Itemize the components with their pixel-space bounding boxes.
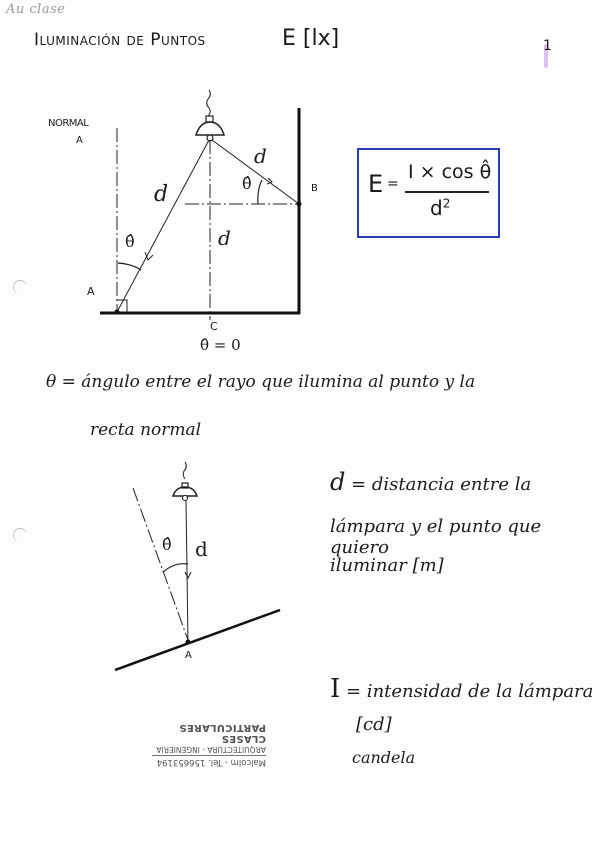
lamp-icon — [194, 121, 226, 136]
distance-label-a: d — [154, 182, 169, 207]
distance-label-b: d — [254, 144, 267, 168]
angle-label-a: θ̂ — [125, 232, 135, 251]
point-b-label: B — [311, 183, 318, 194]
i-definition-unit: [cd] — [356, 714, 392, 735]
theta-definition-line1: θ = ángulo entre el rayo que ilumina al … — [46, 372, 476, 392]
lamp-cord — [206, 89, 211, 117]
angle-label-b: θ̂ — [242, 174, 252, 193]
d-definition-line3: iluminar [m] — [330, 555, 444, 576]
formula-equals: = — [387, 176, 399, 192]
i-definition-unit-name: candela — [352, 748, 416, 767]
page-number: 1 — [543, 38, 552, 54]
theta-definition-line2: recta normal — [90, 420, 202, 440]
ray-to-a — [116, 139, 210, 313]
denominator-exponent: 2 — [442, 196, 451, 211]
angle-label: θ̂ — [162, 535, 172, 554]
point-c-label: C — [210, 320, 218, 333]
title-unit: E [lx] — [282, 26, 340, 51]
d-definition-line1: d = distancia entre la — [330, 468, 532, 496]
formula-numerator: I × cos θ̂ — [408, 161, 492, 183]
stamp-subjects: ARQUITECTURA - INGENIERIA — [152, 744, 266, 756]
denominator-base: d — [430, 196, 443, 220]
d-symbol: d — [330, 468, 346, 496]
distance-label: d — [195, 537, 208, 561]
stamp-contact: Malcolm - Tel. 156653194 — [156, 757, 266, 767]
inclined-plane — [114, 608, 281, 672]
ray-to-b — [211, 139, 300, 205]
distance-label-c: d — [218, 226, 231, 250]
tutor-stamp: Malcolm - Tel. 156653194 ARQUITECTURA - … — [152, 722, 266, 767]
angle-c-caption: θ̂ = 0 — [200, 336, 241, 354]
formula-box — [357, 148, 500, 238]
formula-denominator: d2 — [430, 196, 450, 220]
inclined-plane-diagram — [114, 461, 281, 672]
lamp-icon — [171, 486, 199, 497]
pencil-note: Au clase — [6, 2, 66, 17]
page-title: Iluminación de Puntos — [34, 30, 206, 50]
highlighter-mark — [544, 44, 548, 68]
d-definition-line2: lámpara y el punto que quiero — [330, 516, 542, 558]
point-a-label: A — [185, 650, 192, 661]
i-definition-line1: I = intensidad de la lámpara — [330, 674, 594, 704]
normal-point-label: A — [76, 135, 83, 146]
point-a-label: A — [87, 285, 95, 298]
normal-line — [132, 487, 189, 641]
binder-hole-icon — [13, 528, 27, 542]
room-illumination-diagram — [100, 89, 302, 320]
stamp-title: CLASES PARTICULARES — [179, 722, 266, 744]
fraction-bar — [405, 191, 489, 193]
binder-hole-icon — [13, 280, 27, 294]
normal-label: NORMAL — [48, 118, 89, 129]
formula-lhs: E — [368, 170, 384, 198]
i-symbol: I — [330, 674, 341, 704]
ray-line — [185, 499, 189, 644]
